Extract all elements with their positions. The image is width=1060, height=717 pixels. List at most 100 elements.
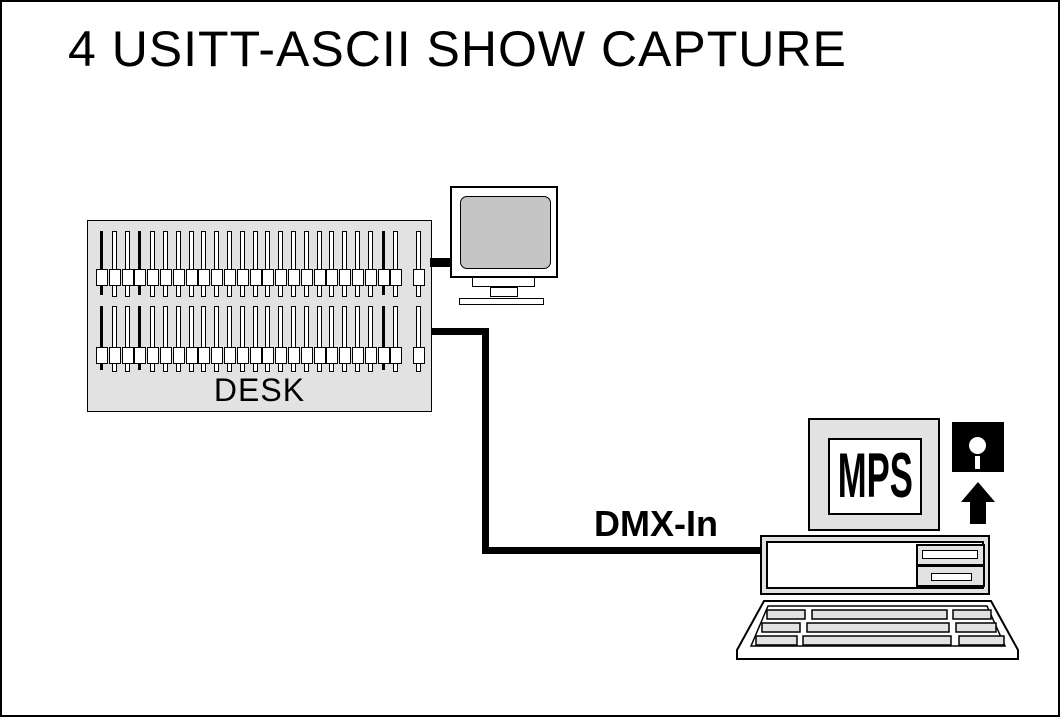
fader: [185, 231, 198, 297]
fader: [224, 306, 236, 372]
fader-knob: [224, 347, 236, 364]
mps-monitor: MPS: [808, 418, 940, 531]
mps-screen-label: MPS: [837, 441, 913, 511]
fader-stem: [303, 306, 309, 372]
crt-screen: [460, 196, 551, 269]
fader: [275, 231, 288, 297]
fader: [339, 231, 352, 297]
fader: [390, 306, 403, 372]
fader-stem: [252, 231, 258, 297]
page-title: 4 USITT-ASCII SHOW CAPTURE: [68, 21, 847, 77]
fader: [262, 231, 275, 297]
crt-stand-upper: [472, 277, 535, 287]
keyboard-inner-frame: [749, 605, 1007, 647]
fader: [236, 231, 249, 297]
fader-knob: [172, 269, 185, 286]
drive-slot-bottom: [931, 573, 972, 581]
fader: [326, 306, 339, 372]
fader-stem: [100, 231, 103, 295]
fader-stem: [381, 231, 385, 295]
fader-knob: [326, 269, 339, 286]
keyboard-key: [806, 622, 950, 633]
fader-knob: [108, 269, 121, 286]
fader-stem: [163, 306, 168, 372]
fader: [172, 306, 185, 372]
fader-knob: [339, 269, 352, 286]
fader: [121, 306, 134, 372]
fader: [134, 231, 147, 295]
fader-knob: [364, 269, 377, 286]
fader-stem: [150, 306, 156, 372]
fader: [224, 231, 236, 297]
fader-knob: [377, 347, 390, 364]
fader-knob: [108, 347, 121, 364]
fader-stem: [367, 231, 373, 297]
fader-stem: [355, 231, 360, 297]
fader-stem: [124, 231, 130, 297]
fader: [96, 306, 108, 370]
fader-knob: [300, 347, 313, 364]
keyboard-key: [811, 609, 948, 620]
fader-stem: [291, 231, 296, 297]
fader-stem: [175, 306, 181, 372]
fader: [108, 306, 121, 372]
fader-knob: [413, 347, 426, 364]
fader: [352, 231, 364, 297]
fader-knob: [352, 347, 364, 364]
fader: [364, 306, 377, 372]
fader: [185, 306, 198, 372]
fader-stem: [188, 306, 194, 372]
fader-knob: [262, 347, 275, 364]
fader-stem: [329, 306, 335, 372]
fader-knob: [413, 269, 426, 286]
fader: [377, 306, 390, 370]
fader-knob: [390, 347, 403, 364]
crt-stand-lower: [490, 287, 518, 297]
fader-stem: [100, 306, 103, 370]
keyboard-key: [955, 622, 997, 633]
fader-knob: [134, 269, 147, 286]
dmx-cable-segment-horizontal-bottom: [482, 547, 764, 554]
fader: [211, 306, 224, 372]
fader-knob: [96, 269, 108, 286]
fader-knob: [96, 347, 108, 364]
fader: [288, 231, 300, 297]
fader-knob: [377, 269, 390, 286]
fader: [249, 306, 262, 372]
fader: [313, 231, 326, 297]
fader: [121, 231, 134, 297]
keyboard-key: [952, 609, 992, 620]
keyboard-key: [958, 635, 1005, 646]
fader-stem: [163, 231, 168, 297]
fader-stem: [227, 306, 232, 372]
fader: [108, 231, 121, 297]
keyboard-keys: [755, 609, 1005, 646]
fader-knob: [236, 269, 249, 286]
monitor-cable: [430, 258, 452, 267]
fader-knob: [390, 269, 403, 286]
fader: [198, 306, 211, 372]
fader: [313, 306, 326, 372]
fader-knob: [326, 347, 339, 364]
fader-knob: [160, 269, 172, 286]
keyboard-key: [802, 635, 952, 646]
dmx-cable-segment-horizontal-top: [432, 328, 489, 335]
fader-stem: [214, 306, 220, 372]
fader: [390, 231, 403, 297]
fader-stem: [239, 231, 245, 297]
fader: [288, 306, 300, 372]
fader-stem: [291, 306, 296, 372]
keyboard-key: [755, 635, 798, 646]
crt-monitor-icon: [450, 186, 558, 278]
fader: [160, 231, 172, 297]
fader-stem: [342, 306, 348, 372]
fader-knob: [121, 347, 134, 364]
fader: [160, 306, 172, 372]
fader: [413, 231, 426, 297]
fader: [96, 231, 108, 295]
fader: [172, 231, 185, 297]
dmx-in-label: DMX-In: [594, 503, 718, 544]
fader-knob: [262, 269, 275, 286]
arrow-up-icon: [961, 482, 995, 524]
fader: [300, 306, 313, 372]
